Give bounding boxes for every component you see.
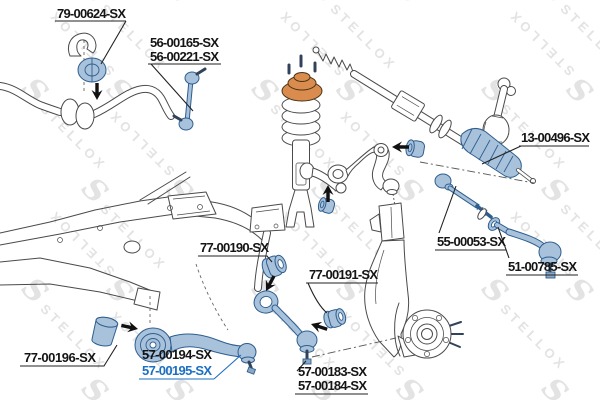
- part-label-stab-link-b[interactable]: 56-00221-SX: [150, 49, 219, 64]
- steering-rack-boot: [460, 128, 536, 184]
- lower-control-arm-front: [134, 263, 257, 375]
- part-label-inner-tie-rod[interactable]: 55-00053-SX: [437, 234, 506, 249]
- part-label-stab-bushing[interactable]: 79-00624-SX: [57, 6, 126, 21]
- part-label-front-arm-b-selected[interactable]: 57-00195-SX: [142, 363, 212, 378]
- stabilizer-bushing: [77, 57, 107, 83]
- upper-control-arm: [299, 143, 400, 207]
- upper-arm-bushing-front: [317, 197, 336, 214]
- wheel-hub: [402, 309, 464, 359]
- part-label-rack-boot[interactable]: 13-00496-SX: [521, 130, 590, 145]
- part-label-outer-tie-rod[interactable]: 51-00785-SX: [508, 259, 577, 274]
- subframe-bushing: [261, 254, 287, 279]
- highlight-leader: [139, 354, 242, 380]
- inner-tie-rod: [434, 173, 501, 231]
- stabilizer-bar: [0, 32, 175, 130]
- watermark-text: SSTELLOX: [474, 271, 581, 378]
- part-label-rear-arm-bushing[interactable]: 77-00191-SX: [309, 267, 378, 282]
- part-label-rear-arm-a[interactable]: 57-00183-SX: [298, 364, 367, 379]
- watermark-text: SSTELLOX: [534, 371, 600, 400]
- part-label-front-arm-a[interactable]: 57-00194-SX: [142, 347, 212, 362]
- subframe: [0, 171, 271, 311]
- stabilizer-link: [172, 67, 207, 131]
- arrow-down-icon: [91, 83, 103, 100]
- strut-top-mount: [281, 54, 323, 102]
- front-arm-bushing: [91, 316, 119, 347]
- part-label-rear-arm-b[interactable]: 57-00184-SX: [298, 378, 367, 393]
- lock-washer: [477, 208, 487, 220]
- part-label-front-arm-bushing[interactable]: 77-00196-SX: [24, 350, 96, 365]
- tie-rod-axis-line: [419, 161, 535, 184]
- steering-rack: [312, 46, 516, 150]
- leader-lines: [20, 20, 589, 395]
- stabilizer-bracket: [67, 32, 97, 57]
- rear-arm-bushing: [323, 308, 347, 329]
- watermark-text: SSTELLOX: [94, 0, 201, 9]
- watermark-text: SSTELLOX: [324, 0, 431, 9]
- lower-control-arm-rear: [253, 290, 397, 365]
- part-label-stab-link-a[interactable]: 56-00165-SX: [150, 35, 219, 50]
- watermark-text: SSTELLOX: [304, 0, 411, 77]
- part-label-subframe-bushing[interactable]: 77-00190-SX: [200, 240, 269, 255]
